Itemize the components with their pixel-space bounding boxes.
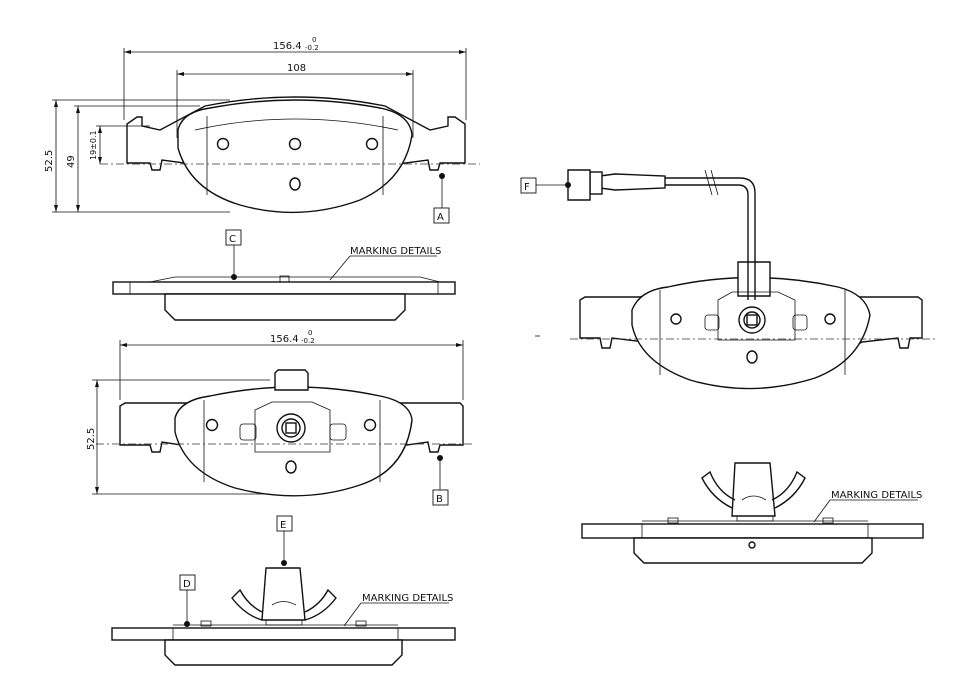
top-width-tol-lower: -0.2 bbox=[305, 44, 319, 52]
hole-spacing-dimension: 108 bbox=[287, 63, 306, 74]
view-side-c: C MARKING DETAILS bbox=[112, 229, 456, 321]
marking-details-bottom: MARKING DETAILS bbox=[362, 593, 453, 604]
callout-a-box bbox=[433, 207, 450, 224]
callout-b-box bbox=[432, 489, 449, 506]
view-top-pad-face: 156.4 0 -0.2 108 52.5 49 19±0.1 A bbox=[44, 36, 480, 224]
middle-width-tol-upper: 0 bbox=[308, 329, 312, 337]
view-middle-pad: 156.4 0 -0.2 52.5 B bbox=[86, 329, 472, 506]
callout-f-box bbox=[520, 177, 537, 194]
height-52-5-dimension: 52.5 bbox=[44, 150, 55, 172]
top-width-tol-upper: 0 bbox=[312, 36, 316, 44]
callout-a: A bbox=[437, 212, 444, 223]
callout-b: B bbox=[436, 494, 443, 505]
callout-d: D bbox=[183, 579, 191, 590]
top-width-dimension: 156.4 bbox=[273, 41, 302, 52]
callout-c: C bbox=[229, 234, 236, 245]
middle-height-dimension: 52.5 bbox=[86, 428, 97, 450]
view-side-de: E D MARKING DETAILS bbox=[111, 515, 456, 666]
middle-width-dimension: 156.4 bbox=[270, 334, 299, 345]
top-friction-material bbox=[177, 99, 413, 214]
middle-width-tol-lower: -0.2 bbox=[301, 337, 315, 345]
callout-c-box bbox=[225, 229, 242, 246]
marking-details-top: MARKING DETAILS bbox=[350, 246, 441, 257]
marking-details-right: MARKING DETAILS bbox=[831, 490, 922, 501]
height-49-dimension: 49 bbox=[66, 155, 77, 168]
callout-e-box bbox=[276, 515, 293, 532]
callout-e: E bbox=[280, 520, 286, 531]
hole-offset-dimension: 19±0.1 bbox=[89, 130, 98, 160]
view-side-right: MARKING DETAILS bbox=[581, 462, 924, 564]
callout-f: F bbox=[524, 182, 530, 193]
callout-d-box bbox=[179, 574, 196, 591]
view-right-pad-sensor: F bbox=[520, 169, 935, 390]
